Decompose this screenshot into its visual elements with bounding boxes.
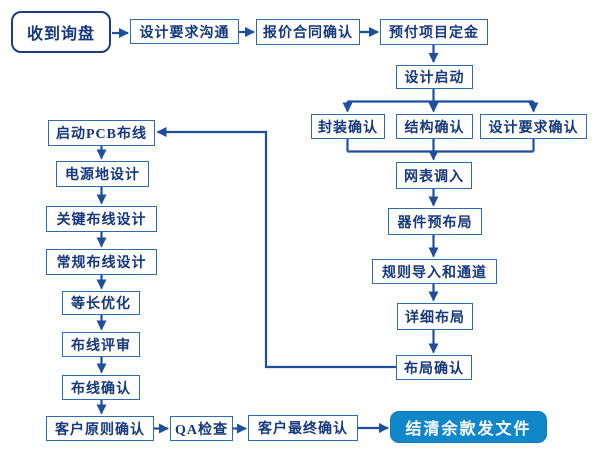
node-length-matching-optimization: 等长优化 (62, 291, 140, 315)
node-routing-confirm: 布线确认 (62, 375, 140, 400)
node-netlist-import: 网表调入 (396, 162, 472, 189)
node-package-confirm: 封装确认 (311, 114, 385, 139)
node-rules-import-and-channel: 规则导入和通道 (372, 259, 497, 284)
node-structure-confirm: 结构确认 (396, 114, 473, 139)
node-customer-principle-confirm: 客户原则确认 (46, 416, 154, 441)
node-detailed-placement: 详细布局 (397, 303, 473, 330)
node-receive-inquiry: 收到询盘 (11, 11, 111, 53)
node-quote-contract-confirm: 报价合同确认 (256, 19, 360, 45)
node-design-requirements-confirm: 设计要求确认 (480, 114, 587, 139)
node-routing-review: 布线评审 (62, 332, 140, 357)
node-qa-check: QA检查 (170, 416, 233, 441)
node-placement-confirm: 布局确认 (396, 355, 472, 380)
node-settle-payment-deliver-files: 结清余款发文件 (390, 411, 547, 443)
node-critical-routing-design: 关键布线设计 (46, 206, 157, 232)
node-regular-routing-design: 常规布线设计 (46, 249, 157, 275)
node-component-preplacement: 器件预布局 (388, 208, 482, 235)
node-design-requirements-communication: 设计要求沟通 (130, 19, 239, 44)
node-start-pcb-routing: 启动PCB布线 (48, 120, 155, 146)
edge-placeconfirm-pcbrouting (156, 127, 396, 369)
node-prepay-project-deposit: 预付项目定金 (380, 19, 488, 45)
node-power-ground-design: 电源地设计 (56, 161, 149, 187)
node-design-start: 设计启动 (396, 65, 473, 89)
node-customer-final-confirm: 客户最终确认 (248, 415, 358, 441)
